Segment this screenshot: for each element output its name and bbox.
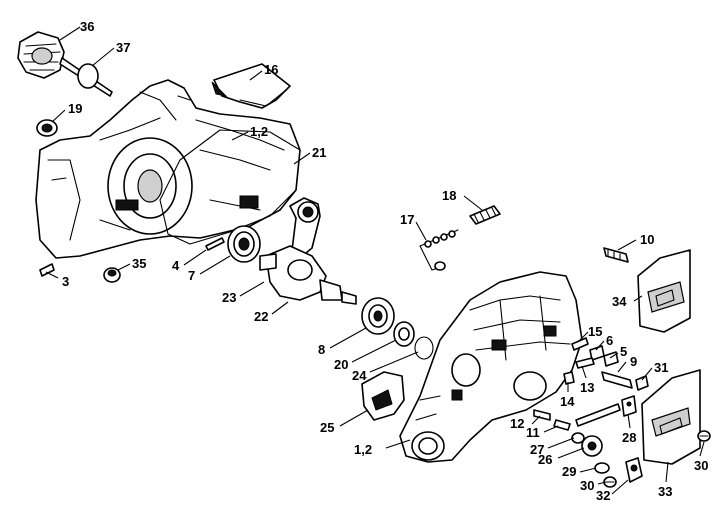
callout-32: 32: [596, 488, 610, 503]
callout-16: 16: [264, 62, 278, 77]
part-19-oil-seal: [36, 119, 58, 137]
callout-9: 9: [630, 354, 637, 369]
part-8-ball-bearing: [361, 297, 395, 335]
part-34-cover: [637, 249, 691, 333]
callout-26: 26: [538, 452, 552, 467]
callout-10: 10: [640, 232, 654, 247]
part-24-circlip: [414, 336, 434, 360]
part-3-screw: [39, 263, 55, 277]
part-1-2-crankcase-right: [399, 271, 583, 463]
part-4-pin: [205, 237, 225, 251]
callout-24: 24: [352, 368, 367, 383]
callout-17: 17: [400, 212, 414, 227]
callout-5: 5: [620, 344, 627, 359]
leader-lines: [45, 26, 705, 495]
callout-4: 4: [172, 258, 180, 273]
part-11-screw: [553, 419, 571, 431]
callout-23: 23: [222, 290, 236, 305]
part-31-clip: [635, 375, 649, 391]
part-14-screw: [563, 371, 575, 385]
part-37-o-ring: [77, 63, 99, 89]
part-16-cover-plate: [211, 63, 291, 109]
part-26-gear: [581, 435, 603, 457]
callout-27: 27: [530, 442, 544, 457]
callout-30-b: 30: [694, 458, 708, 473]
callout-35: 35: [132, 256, 146, 271]
part-10-stud: [603, 247, 629, 263]
part-9-adjuster: [601, 371, 633, 389]
callout-36: 36: [80, 19, 94, 34]
part-1-2-crankcase-left: [35, 79, 301, 259]
callout-1-2-top: 1,2: [250, 124, 268, 139]
callout-33: 33: [658, 484, 672, 499]
callout-37: 37: [116, 40, 130, 55]
callout-30-a: 30: [580, 478, 594, 493]
callout-34: 34: [612, 294, 627, 309]
callout-14: 14: [560, 394, 575, 409]
callout-21: 21: [312, 145, 326, 160]
callout-13: 13: [580, 380, 594, 395]
callout-25: 25: [320, 420, 334, 435]
part-15-spring: [571, 337, 589, 351]
callout-20: 20: [334, 357, 348, 372]
part-35-plug: [103, 267, 121, 283]
part-18-spring: [469, 205, 501, 225]
part-bolt: [575, 403, 621, 427]
part-28-bracket: [621, 395, 637, 417]
part-12-screw: [533, 409, 551, 421]
callout-22: 22: [254, 309, 268, 324]
part-29-washer: [594, 462, 610, 474]
callout-3: 3: [62, 274, 69, 289]
part-7-ball-bearing: [227, 225, 261, 263]
callout-31: 31: [654, 360, 668, 375]
callout-1-2-bottom: 1,2: [354, 442, 372, 457]
part-30-screw-b: [697, 430, 711, 442]
part-13-screw: [575, 357, 595, 369]
callout-8: 8: [318, 342, 325, 357]
callout-19: 19: [68, 101, 82, 116]
callout-18: 18: [442, 188, 456, 203]
part-33-cover: [641, 369, 701, 465]
part-21-gasket: [159, 129, 301, 245]
callout-labels: 36 37 16 19 1,2 21 18 17 10 35 3 4 7 23 …: [62, 19, 708, 503]
part-25-oil-pump: [361, 371, 405, 421]
part-30-screw-a: [603, 476, 617, 488]
callout-12: 12: [510, 416, 524, 431]
part-32-plate: [625, 457, 643, 483]
part-20-oil-seal: [393, 321, 415, 347]
callout-7: 7: [188, 268, 195, 283]
part-22-23-crankshaft: [259, 197, 357, 305]
callout-28: 28: [622, 430, 636, 445]
callout-11: 11: [526, 425, 540, 440]
callout-29: 29: [562, 464, 576, 479]
part-36-fitting: [17, 31, 113, 97]
callout-6: 6: [606, 333, 613, 348]
part-17-linkage-rod: [419, 229, 459, 271]
part-27-spring: [571, 432, 585, 444]
callout-15: 15: [588, 324, 602, 339]
